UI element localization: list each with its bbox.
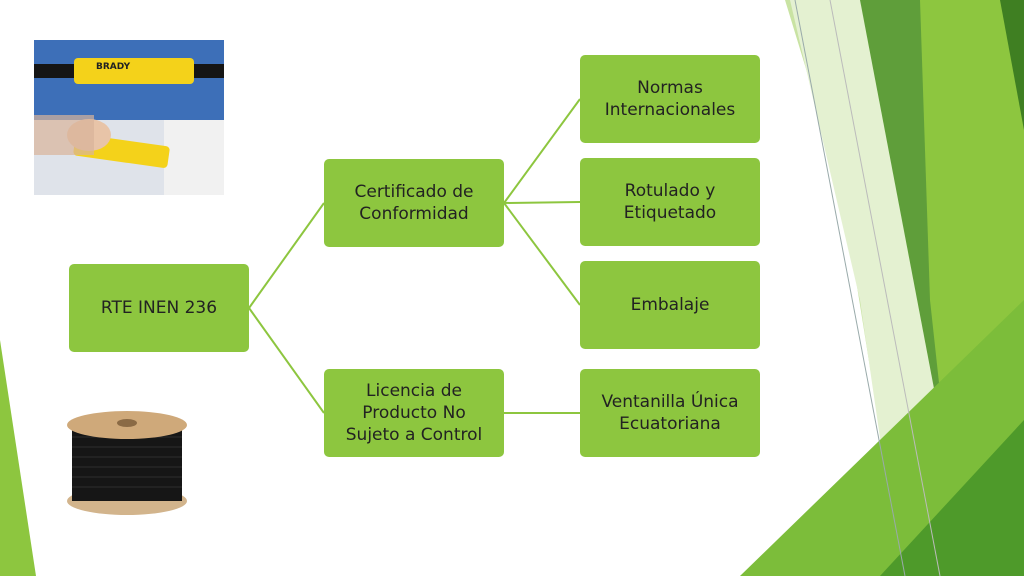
- connector-certificado-embalaje: [503, 202, 581, 306]
- node-licencia-de-producto: Licencia de Producto No Sujeto a Control: [324, 369, 504, 457]
- node-ventanilla-unica: Ventanilla Única Ecuatoriana: [580, 369, 760, 457]
- connector-root-certificado: [248, 202, 325, 309]
- cable-label-photo: [34, 40, 224, 195]
- brand-text: BRADY: [96, 62, 131, 72]
- node-rotulado-y-etiquetado: Rotulado y Etiquetado: [580, 158, 760, 246]
- cable-reel-photo: [62, 405, 192, 520]
- connector-certificado-normas: [503, 98, 581, 204]
- node-rte-inen-236: RTE INEN 236: [69, 264, 249, 352]
- connector-certificado-rotulado: [503, 201, 581, 204]
- node-certificado-de-conformidad: Certificado de Conformidad: [324, 159, 504, 247]
- node-normas-internacionales: Normas Internacionales: [580, 55, 760, 143]
- node-embalaje: Embalaje: [580, 261, 760, 349]
- connector-root-licencia: [248, 307, 325, 414]
